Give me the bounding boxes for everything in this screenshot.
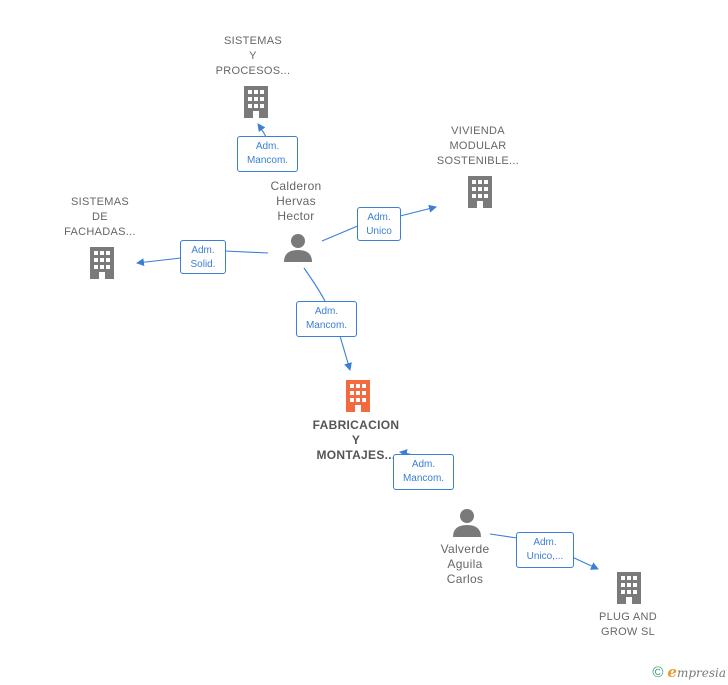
edge-calderon-fachadas xyxy=(137,250,269,263)
building-icon[interactable] xyxy=(240,84,272,120)
empresia-brand[interactable]: © empresia xyxy=(652,663,726,681)
main-company-building-icon[interactable] xyxy=(341,378,375,414)
edge-valverde-plug-grow xyxy=(489,533,598,569)
company-label-plug-and-grow[interactable]: PLUG AND GROW SL xyxy=(598,611,658,638)
person-label-calderon[interactable]: Calderon Hervas Hector xyxy=(270,179,322,223)
main-company-label-fabricacion[interactable]: FABRICACION Y MONTAJES... xyxy=(312,418,400,462)
company-label-vivienda-modular[interactable]: VIVIENDA MODULAR SOSTENIBLE... xyxy=(436,125,520,167)
edge-label-adm-unico[interactable]: Adm. Unico,... xyxy=(516,532,574,568)
company-label-sistemas-procesos[interactable]: SISTEMAS Y PROCESOS... xyxy=(215,35,291,77)
company-label-sistemas-fachadas[interactable]: SISTEMAS DE FACHADAS... xyxy=(64,196,136,238)
edge-label-adm-mancom[interactable]: Adm. Mancom. xyxy=(237,136,298,172)
person-icon[interactable] xyxy=(451,507,483,539)
person-icon[interactable] xyxy=(282,232,314,264)
edge-calderon-vivienda xyxy=(321,207,436,242)
edge-label-adm-unico[interactable]: Adm. Unico xyxy=(357,207,401,241)
building-icon[interactable] xyxy=(613,570,645,606)
copyright-icon: © xyxy=(652,663,664,681)
person-label-valverde[interactable]: Valverde Aguila Carlos xyxy=(440,542,490,586)
edge-label-adm-mancom[interactable]: Adm. Mancom. xyxy=(393,454,454,490)
edge-calderon-fabricacion xyxy=(303,267,350,370)
edge-label-adm-mancom[interactable]: Adm. Mancom. xyxy=(296,301,357,337)
building-icon[interactable] xyxy=(86,245,118,281)
brand-wordmark: empresia xyxy=(667,663,726,681)
building-icon[interactable] xyxy=(464,174,496,210)
edge-label-adm-solid[interactable]: Adm. Solid. xyxy=(180,240,226,274)
